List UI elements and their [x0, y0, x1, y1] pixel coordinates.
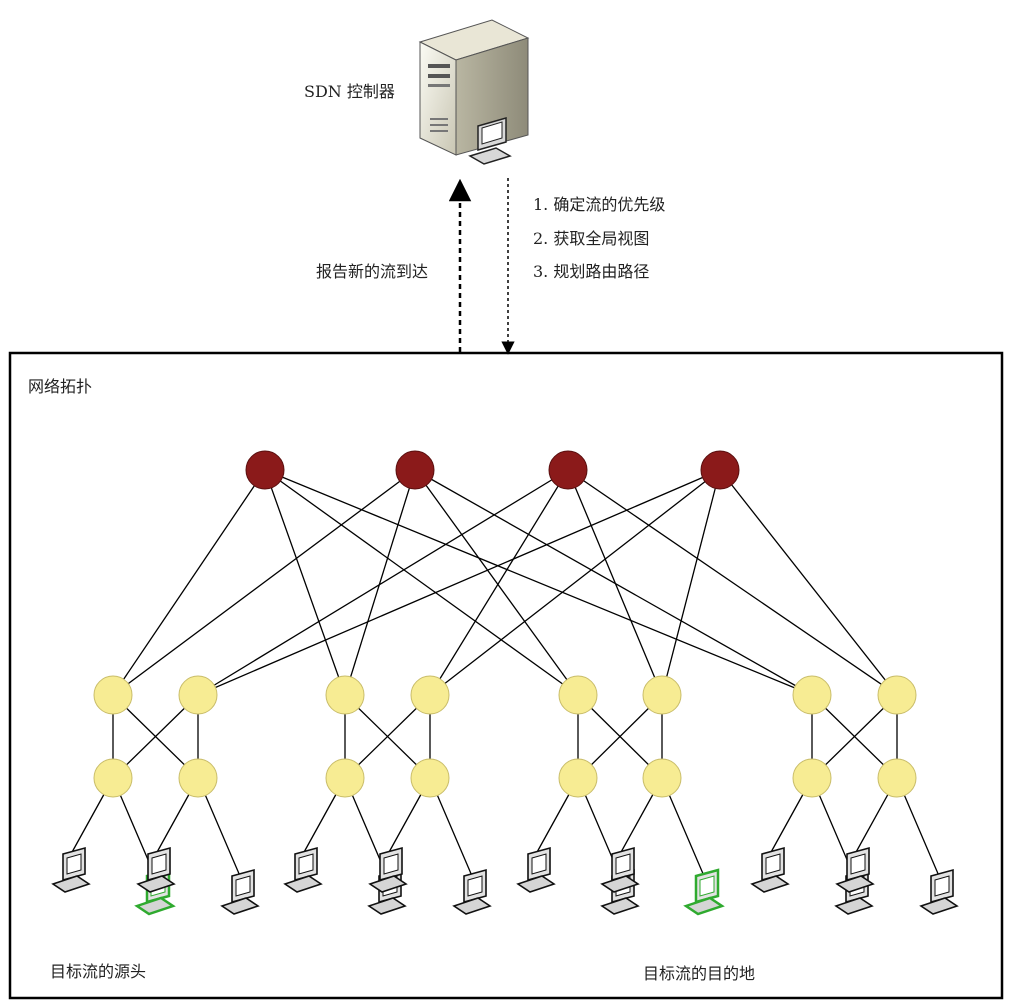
aggregation-switch-node — [877, 675, 917, 715]
controller-label: SDN 控制器 — [304, 82, 395, 101]
network-nodes — [93, 450, 917, 798]
computer-icon — [750, 846, 790, 893]
computer-icon — [516, 846, 556, 893]
core-agg-link — [264, 469, 346, 696]
core-agg-link — [264, 469, 813, 696]
aggregation-switch-node — [178, 675, 218, 715]
computer-icon — [51, 846, 91, 893]
network-links — [70, 469, 940, 877]
computer-icon — [835, 846, 875, 893]
computer-icon — [136, 846, 176, 893]
aggregation-switch-node — [93, 675, 133, 715]
hosts — [51, 846, 959, 916]
core-agg-link — [264, 469, 579, 696]
computer-icon — [368, 846, 408, 893]
core-agg-link — [414, 469, 579, 696]
aggregation-switch-node — [410, 675, 450, 715]
computer-icon — [452, 868, 492, 915]
core-agg-link — [661, 469, 721, 696]
report-label: 报告新的流到达 — [316, 262, 429, 281]
core-agg-link — [567, 469, 898, 696]
edge-switch-node — [792, 758, 832, 798]
topology-frame — [8, 351, 1004, 1000]
computer-icon — [220, 868, 260, 915]
agg-edge-link — [112, 694, 199, 779]
source-label: 目标流的源头 — [50, 962, 147, 981]
edge-switch-node — [558, 758, 598, 798]
step-1: 1. 确定流的优先级 — [533, 195, 666, 214]
edge-switch-node — [877, 758, 917, 798]
edge-switch-node — [178, 758, 218, 798]
agg-edge-link — [344, 694, 431, 779]
destination-label: 目标流的目的地 — [643, 964, 756, 983]
destination-computer-icon — [683, 868, 725, 916]
core-switch-node — [245, 450, 285, 490]
core-switch-node — [395, 450, 435, 490]
step-2: 2. 获取全局视图 — [533, 229, 650, 248]
edge-switch-node — [325, 758, 365, 798]
core-agg-link — [567, 469, 663, 696]
agg-edge-link — [811, 694, 898, 779]
computer-icon — [283, 846, 323, 893]
aggregation-switch-node — [792, 675, 832, 715]
aggregation-switch-node — [325, 675, 365, 715]
core-agg-link — [197, 469, 569, 696]
server-icon — [418, 19, 530, 165]
aggregation-switch-node — [558, 675, 598, 715]
core-agg-link — [344, 469, 416, 696]
edge-switch-node — [642, 758, 682, 798]
edge-switch-node — [93, 758, 133, 798]
agg-edge-link — [577, 694, 663, 779]
core-agg-link — [719, 469, 898, 696]
core-agg-link — [429, 469, 721, 696]
aggregation-switch-node — [642, 675, 682, 715]
core-agg-link — [414, 469, 813, 696]
core-agg-link — [112, 469, 416, 696]
computer-icon — [600, 846, 640, 893]
core-agg-link — [197, 469, 721, 696]
edge-switch-node — [410, 758, 450, 798]
core-switch-node — [548, 450, 588, 490]
step-3: 3. 规划路由路径 — [533, 262, 650, 281]
core-switch-node — [700, 450, 740, 490]
core-agg-link — [429, 469, 569, 696]
topology-title: 网络拓扑 — [28, 377, 93, 396]
computer-icon — [919, 868, 959, 915]
core-agg-link — [112, 469, 266, 696]
